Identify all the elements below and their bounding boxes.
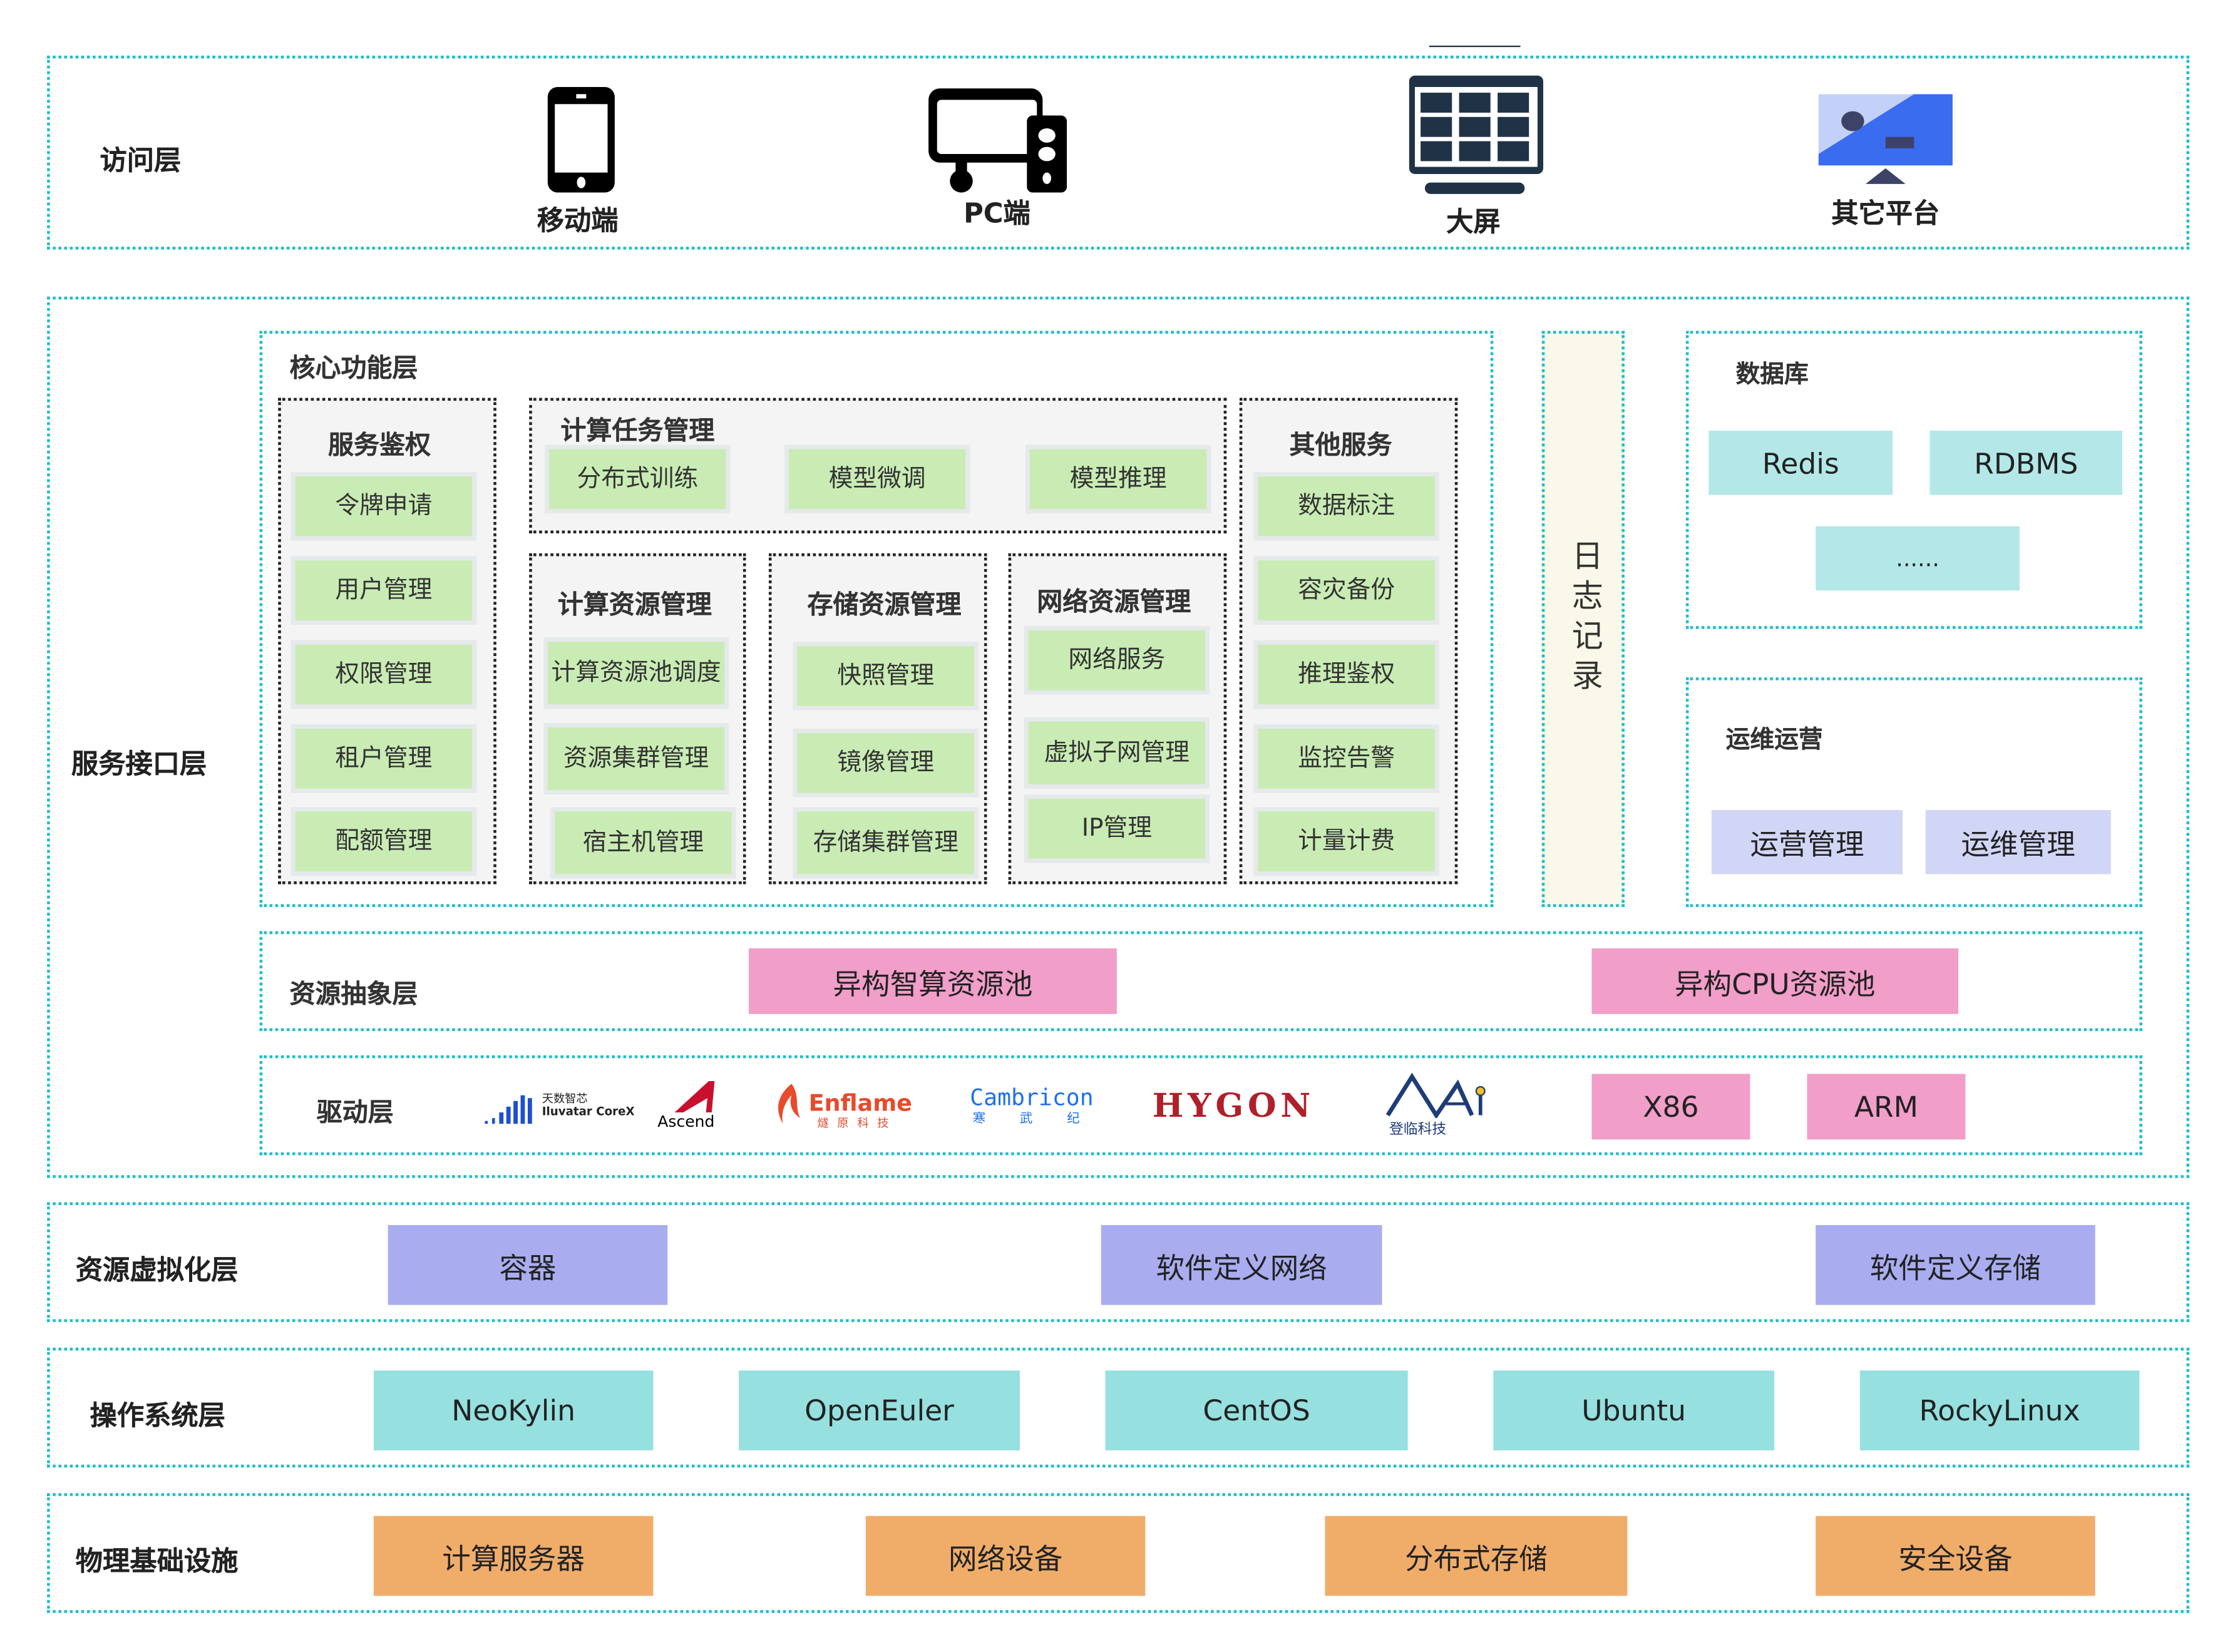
other-item[interactable]: 监控告警 <box>1253 724 1439 793</box>
infra-label: 物理基础设施 <box>75 1546 239 1578</box>
ops-panel <box>1685 677 2142 907</box>
compute-res-item[interactable]: 宿主机管理 <box>550 807 736 879</box>
other-platform-icon <box>1818 94 1953 184</box>
db-redis[interactable]: Redis <box>1709 431 1893 495</box>
auth-item-quota[interactable]: 配额管理 <box>290 807 476 876</box>
storage-res-item[interactable]: 存储集群管理 <box>793 807 979 879</box>
virt-container[interactable]: 容器 <box>388 1224 668 1305</box>
db-rdbms[interactable]: RDBMS <box>1930 431 2122 495</box>
task-item[interactable]: 模型微调 <box>784 444 970 514</box>
ascend-mark-icon <box>674 1080 715 1112</box>
other-item[interactable]: 容灾备份 <box>1253 556 1439 625</box>
client-label: PC端 <box>963 198 1030 230</box>
client-label: 其它平台 <box>1831 198 1940 230</box>
abstraction-label: 资源抽象层 <box>289 980 418 1010</box>
group-title: 存储资源管理 <box>807 590 962 621</box>
other-item[interactable]: 推理鉴权 <box>1253 640 1439 709</box>
client-label: 移动端 <box>537 205 619 237</box>
driver-layer <box>259 1055 2142 1156</box>
auth-item-users[interactable]: 用户管理 <box>290 556 476 625</box>
service-interface-layer <box>47 296 2190 1178</box>
ops-maintenance[interactable]: 运维管理 <box>1925 810 2111 875</box>
infra-compute-server[interactable]: 计算服务器 <box>373 1516 654 1596</box>
compute-res-item[interactable]: 资源集群管理 <box>543 723 729 794</box>
db-more[interactable]: ...... <box>1816 526 2020 591</box>
database-title: 数据库 <box>1735 361 1809 389</box>
os-centos[interactable]: CentOS <box>1105 1370 1408 1450</box>
os-openeuler[interactable]: OpenEuler <box>739 1370 1020 1450</box>
access-layer <box>47 55 2190 250</box>
auth-item-permissions[interactable]: 权限管理 <box>290 640 476 709</box>
ops-operations[interactable]: 运营管理 <box>1711 810 1903 875</box>
iluvatar-logo: 天数智芯 Iluvatar CoreX <box>482 1087 646 1127</box>
database-panel <box>1685 331 2142 629</box>
client-label: 大屏 <box>1446 207 1501 239</box>
arch-arm[interactable]: ARM <box>1807 1074 1966 1140</box>
resource-abstraction-layer <box>259 931 2142 1032</box>
group-title: 服务鉴权 <box>327 431 431 461</box>
os-label: 操作系统层 <box>90 1400 225 1432</box>
other-item[interactable]: 数据标注 <box>1253 472 1439 541</box>
cambricon-logo: Cambricon 寒武纪 <box>970 1084 1114 1127</box>
arch-x86[interactable]: X86 <box>1591 1074 1750 1140</box>
os-neokylin[interactable]: NeoKylin <box>373 1370 654 1450</box>
enflame-logo: Enflame 燧原科技 <box>774 1081 932 1132</box>
other-item[interactable]: 计量计费 <box>1253 807 1439 876</box>
log-record-label: 日志记录 <box>1566 539 1602 699</box>
group-title: 其他服务 <box>1289 431 1392 461</box>
denglin-mark-icon <box>1385 1072 1486 1119</box>
heterogeneous-cpu-pool[interactable]: 异构CPU资源池 <box>1591 948 1958 1014</box>
group-title: 计算资源管理 <box>557 590 712 621</box>
hygon-logo: HYGON <box>1152 1086 1315 1126</box>
infra-distributed-storage[interactable]: 分布式存储 <box>1325 1516 1628 1596</box>
core-function-layer <box>259 331 1494 907</box>
task-item[interactable]: 模型推理 <box>1025 444 1211 514</box>
virt-sdn[interactable]: 软件定义网络 <box>1101 1224 1382 1305</box>
os-ubuntu[interactable]: Ubuntu <box>1493 1370 1775 1450</box>
physical-infra-layer <box>47 1493 2190 1613</box>
service-layer-label: 服务接口层 <box>71 749 207 781</box>
heterogeneous-ai-pool[interactable]: 异构智算资源池 <box>749 948 1117 1014</box>
group-title: 计算任务管理 <box>560 416 715 447</box>
os-layer <box>47 1347 2190 1468</box>
infra-security-device[interactable]: 安全设备 <box>1816 1516 2095 1596</box>
desktop-pc-icon <box>928 88 1067 193</box>
denglin-logo: 登临科技 <box>1384 1072 1492 1138</box>
compute-res-item[interactable]: 计算资源池调度 <box>543 637 729 709</box>
network-res-item[interactable]: IP管理 <box>1024 794 1210 863</box>
access-layer-label: 访问层 <box>100 145 182 177</box>
group-title: 网络资源管理 <box>1037 587 1191 618</box>
storage-res-item[interactable]: 快照管理 <box>793 642 979 711</box>
divider <box>1429 45 1521 48</box>
iluvatar-wave-icon <box>485 1095 532 1124</box>
virtualization-label: 资源虚拟化层 <box>75 1254 239 1286</box>
infra-network-device[interactable]: 网络设备 <box>865 1516 1146 1596</box>
core-layer-title: 核心功能层 <box>289 353 418 384</box>
network-res-item[interactable]: 虚拟子网管理 <box>1024 717 1210 789</box>
os-rockylinux[interactable]: RockyLinux <box>1859 1370 2140 1450</box>
task-item[interactable]: 分布式训练 <box>545 444 731 514</box>
virtualization-layer <box>47 1202 2190 1322</box>
driver-label: 驱动层 <box>316 1098 394 1129</box>
network-res-item[interactable]: 网络服务 <box>1024 626 1210 695</box>
flame-icon <box>778 1084 801 1124</box>
auth-item-tenants[interactable]: 租户管理 <box>290 724 476 793</box>
virt-sds[interactable]: 软件定义存储 <box>1816 1224 2095 1305</box>
storage-res-item[interactable]: 镜像管理 <box>793 729 979 798</box>
ops-title: 运维运营 <box>1725 726 1823 755</box>
ascend-logo: Ascend <box>655 1080 737 1132</box>
log-record-panel: 日志记录 <box>1541 331 1625 907</box>
mobile-phone-icon <box>547 86 615 193</box>
large-screen-icon <box>1409 75 1544 194</box>
auth-item-token[interactable]: 令牌申请 <box>290 472 476 541</box>
